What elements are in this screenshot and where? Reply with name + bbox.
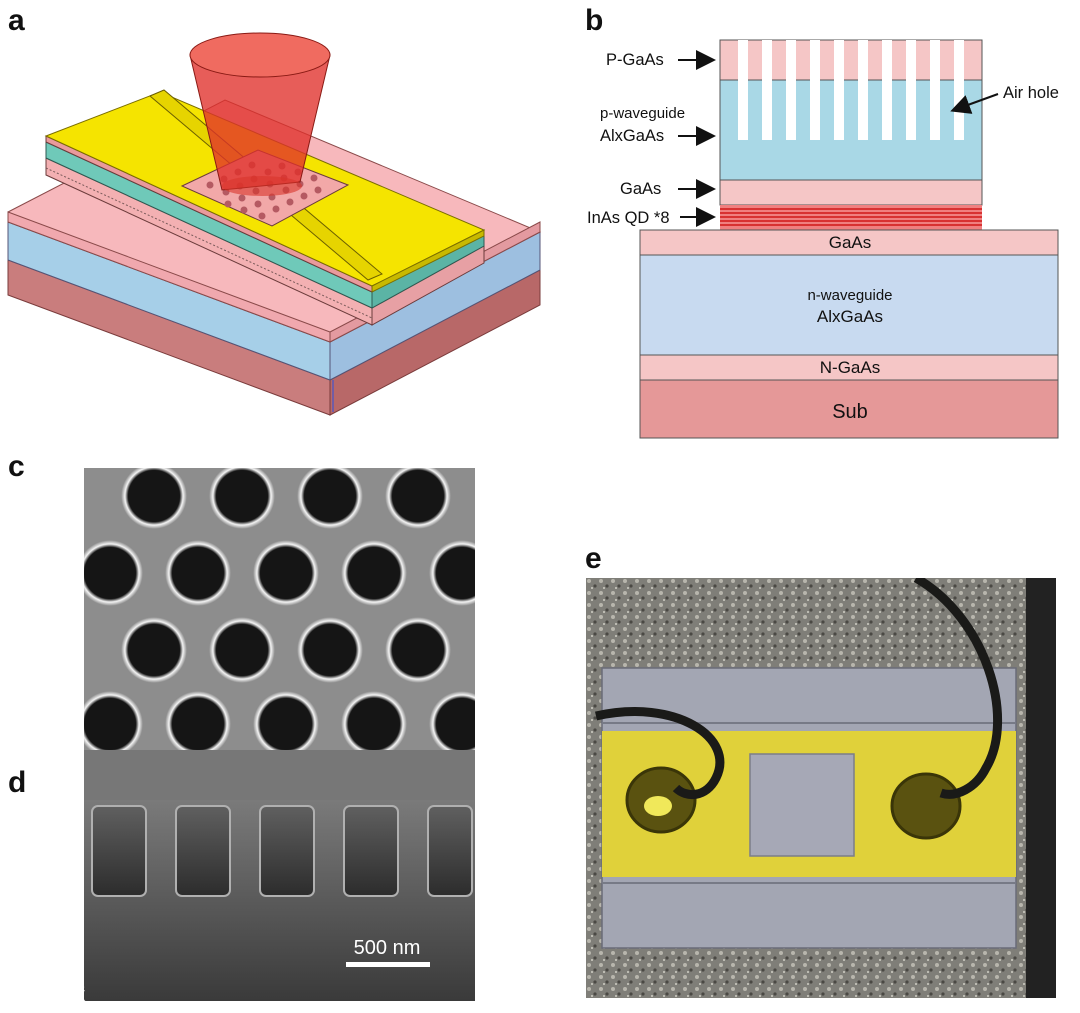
- scale-bar-label: 500 nm: [354, 937, 421, 959]
- watermark: 大数跨境: [10, 984, 87, 1006]
- sem-air-holes: [84, 468, 475, 757]
- air-holes: [738, 40, 964, 140]
- dark-edge: [1026, 578, 1056, 998]
- label-gaas-upper: GaAs: [620, 180, 661, 198]
- label-p-algaas: AlxGaAs: [600, 127, 664, 145]
- gaas-mid-layer: [639, 229, 1059, 256]
- label-n-gaas: N-GaAs: [820, 358, 880, 377]
- device-3d-illustration: [7, 32, 542, 416]
- optical-micrograph: [586, 578, 1056, 998]
- label-p-waveguide: p-waveguide: [600, 105, 685, 122]
- sem-trenches: [91, 805, 473, 897]
- p-waveguide-layer: [719, 79, 983, 181]
- label-p-gaas: P-GaAs: [606, 51, 664, 69]
- label-air-hole: Air hole: [1003, 84, 1059, 102]
- arrow-air-hole: [950, 93, 999, 114]
- bond-wire-right: [913, 578, 1003, 799]
- label-inas-qd: InAs QD *8: [587, 209, 670, 227]
- bond-wire-left: [595, 707, 725, 799]
- label-sub: Sub: [832, 401, 868, 423]
- label-n-waveguide: n-waveguide: [807, 287, 892, 304]
- inas-qd-layers: [720, 205, 982, 230]
- laser-beam-base: [222, 176, 302, 196]
- photonic-crystal-window: [749, 753, 855, 857]
- gaas-upper-layer: [719, 179, 983, 206]
- sem-surface-texture: [84, 750, 475, 800]
- panel-letter-e: e: [585, 542, 602, 575]
- substrate-layer: [639, 379, 1059, 439]
- label-n-algaas: AlxGaAs: [817, 307, 883, 326]
- p-gaas-layer: [719, 39, 983, 81]
- panel-letter-b: b: [585, 4, 604, 37]
- laser-beam-top: [189, 32, 331, 78]
- bond-ball-right: [890, 772, 962, 840]
- panel-letter-d: d: [8, 766, 27, 799]
- bond-ball-left-highlight: [644, 796, 672, 816]
- n-gaas-layer: [639, 354, 1059, 381]
- panel-letter-a: a: [8, 4, 25, 37]
- panel-letter-c: c: [8, 450, 25, 483]
- scale-bar: [346, 962, 430, 967]
- sem-micrograph: 500 nm: [84, 468, 475, 1001]
- layer-stack-diagram: P-GaAs p-waveguide AlxGaAs GaAs InAs QD …: [587, 39, 1059, 439]
- label-gaas-mid: GaAs: [829, 233, 872, 252]
- n-waveguide-layer: [639, 254, 1059, 356]
- gold-contact-side: [371, 229, 485, 293]
